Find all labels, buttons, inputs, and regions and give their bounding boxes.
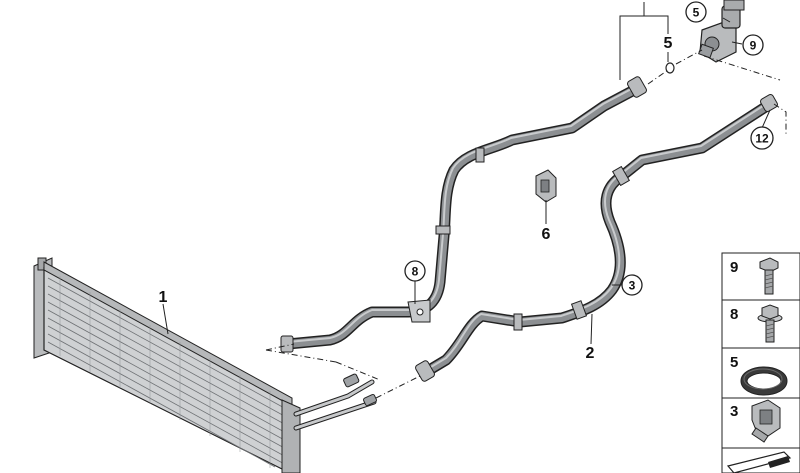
transmission-oil-cooler bbox=[33, 257, 377, 473]
hex-bolt-icon bbox=[759, 257, 779, 295]
oil-cooler-return-line bbox=[415, 94, 778, 382]
callout-bolt-9: 9 bbox=[742, 34, 764, 56]
callout-return-line: 2 bbox=[586, 345, 595, 362]
callout-clip-3: 3 bbox=[621, 274, 643, 296]
flange-bolt-icon bbox=[757, 304, 783, 343]
svg-text:9: 9 bbox=[730, 259, 738, 276]
legend-item-5: 5 bbox=[721, 347, 800, 399]
svg-text:5: 5 bbox=[730, 354, 738, 371]
legend-item-9: 9 bbox=[721, 252, 800, 301]
callout-seal-circled: 5 bbox=[685, 1, 707, 23]
callout-bolt-8: 8 bbox=[404, 260, 426, 282]
callout-seal-top: 5 bbox=[664, 35, 673, 52]
legend-item-partial bbox=[721, 447, 800, 473]
svg-text:5: 5 bbox=[693, 6, 700, 20]
callout-radiator: 1 bbox=[159, 289, 168, 306]
o-ring-seal-icon bbox=[740, 366, 788, 396]
holder-bracket bbox=[535, 169, 557, 203]
callout-bracket-6: 6 bbox=[542, 226, 551, 243]
svg-text:3: 3 bbox=[629, 279, 636, 293]
hose-clip-icon bbox=[751, 399, 781, 443]
svg-text:3: 3 bbox=[730, 403, 738, 420]
assembly-dashed-lines bbox=[265, 49, 787, 399]
svg-text:8: 8 bbox=[412, 265, 419, 279]
svg-text:9: 9 bbox=[750, 39, 757, 53]
leader-lines bbox=[162, 2, 771, 345]
legend-item-3: 3 bbox=[721, 397, 800, 449]
legend-item-8: 8 bbox=[721, 299, 800, 349]
svg-text:12: 12 bbox=[755, 132, 769, 146]
o-ring-seal bbox=[665, 62, 675, 74]
thermostat-valve-assembly bbox=[698, 0, 745, 63]
svg-text:8: 8 bbox=[730, 306, 738, 323]
oil-cooler-feed-line bbox=[280, 76, 647, 353]
parts-legend: 9 8 bbox=[721, 252, 800, 473]
callout-part-12: 12 bbox=[750, 126, 774, 150]
